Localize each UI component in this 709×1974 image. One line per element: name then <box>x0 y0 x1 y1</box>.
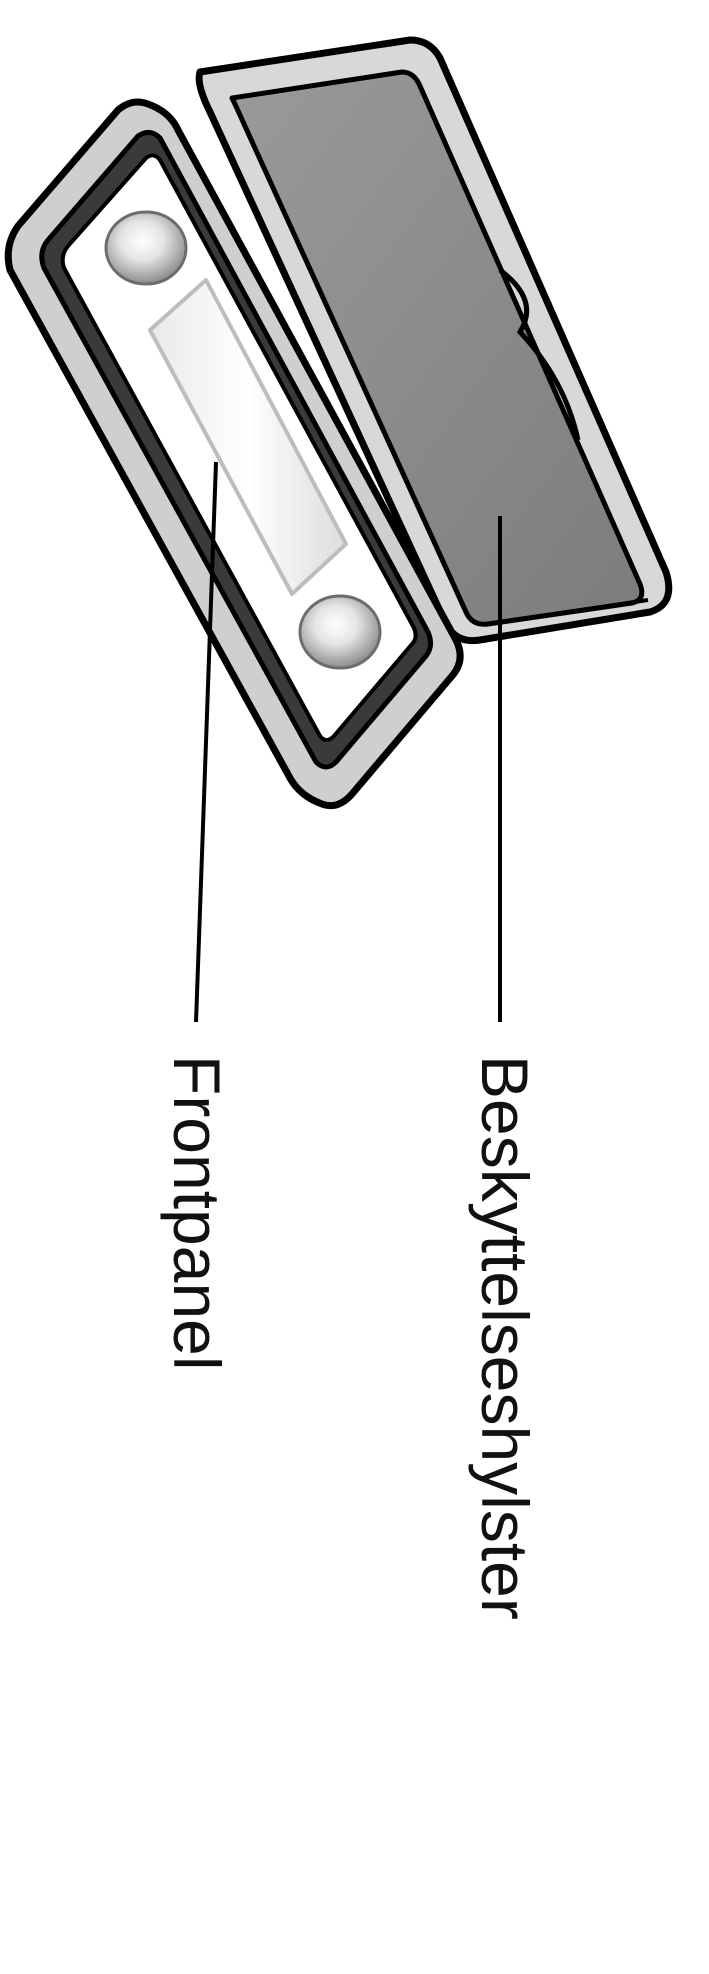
knob-bottom <box>300 596 380 668</box>
protective-case-label: Beskyttelseshylster <box>468 1055 542 1620</box>
knob-top <box>106 212 186 284</box>
front-panel-label: Frontpanel <box>160 1055 234 1371</box>
